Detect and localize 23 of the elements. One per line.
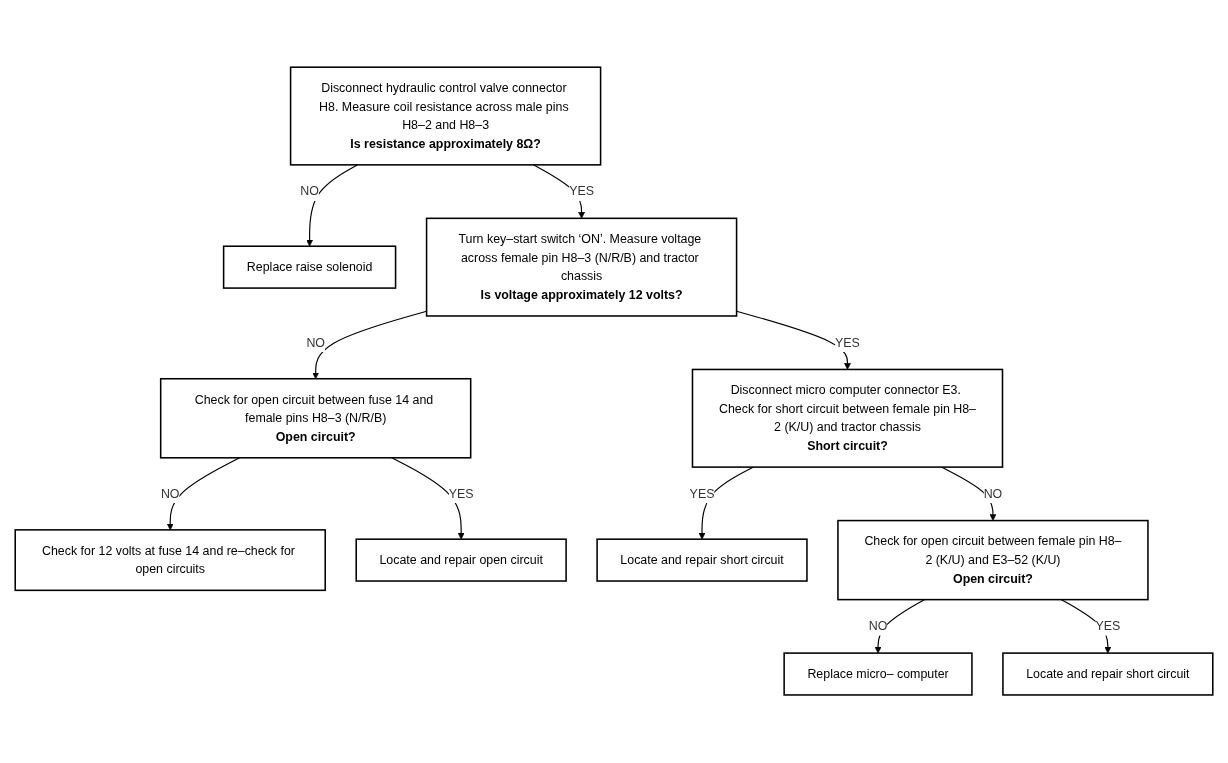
arrow xyxy=(874,599,925,654)
edge-label: YES xyxy=(835,336,860,350)
edge-label: NO xyxy=(300,185,319,199)
node-box: Check for open circuit between fuse 14 and female pins H8–3 (N/R/B) Open circuit? xyxy=(159,378,472,459)
edge-label: YES xyxy=(1095,619,1121,633)
edge-label: YES xyxy=(448,487,474,501)
arrow xyxy=(736,311,851,371)
edge-label: YES xyxy=(569,185,594,199)
node-box: Check for open circuit between female pin H8–2 (K/U) and E3–52 (K/U) Open circuit? xyxy=(837,520,1149,601)
edge-label: NO xyxy=(983,487,1003,501)
edge-label: NO xyxy=(160,487,180,501)
node-box: Replace micro– computer xyxy=(783,652,973,697)
node-box: Turn key–start switch ‘ON’. Measure voltage across female pin H8–3 (N/R/B) and tractor chassis Is voltage approximately 12 volts? xyxy=(425,217,738,318)
node-box: Locate and repair short circuit xyxy=(596,538,808,583)
node-box: Disconnect micro computer connector E3. Check for short circuit between female pin H8–2 (K/U) and tractor chassis Short circuit? xyxy=(691,369,1004,469)
node-box: Replace raise solenoid xyxy=(222,245,397,290)
node-box: Check for 12 volts at fuse 14 and re–check for open circuits xyxy=(14,529,326,592)
edge-label: YES xyxy=(689,487,715,501)
node-box: Locate and repair open circuit xyxy=(355,538,567,583)
edge-label: NO xyxy=(306,336,325,350)
node-box: Locate and repair short circuit xyxy=(1002,652,1214,697)
node-box: Disconnect hydraulic control valve connector H8. Measure coil resistance across male pins H8–2 and H8–3 Is resistance approximately 8Ω? xyxy=(289,66,602,167)
edge-label: NO xyxy=(868,619,888,633)
